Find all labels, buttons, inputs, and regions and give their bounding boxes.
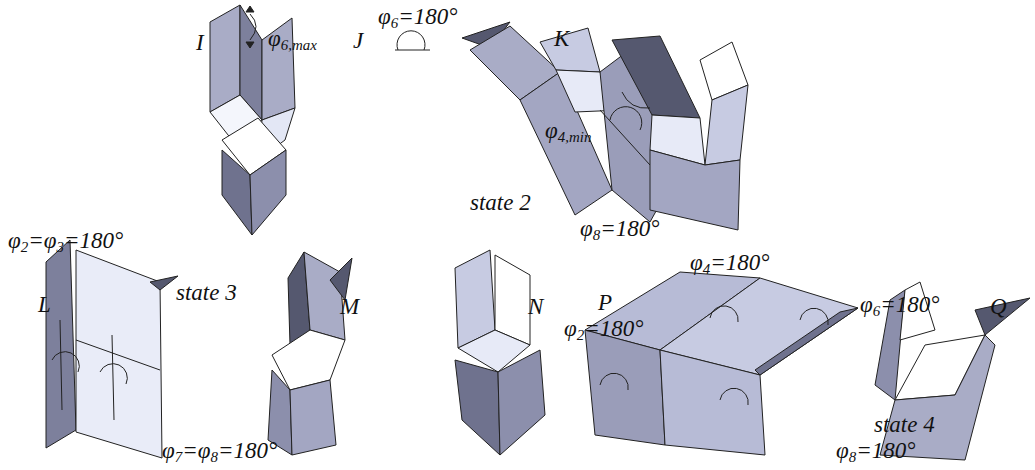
angle-label: φ4,min: [545, 118, 591, 146]
angle-label: φ8=180°: [580, 216, 659, 244]
angle-label: φ6=180°: [378, 4, 457, 32]
fold-state-m: [268, 252, 352, 455]
angle-label: φ6=180°: [860, 292, 939, 320]
figure-letter: N: [528, 294, 543, 319]
state-label: state 3: [176, 280, 237, 305]
angle-label: φ4=180°: [690, 250, 769, 278]
figure-letter: M: [340, 294, 359, 319]
fold-state-l: [46, 240, 178, 458]
state-label: state 4: [874, 412, 935, 437]
figure-letter: Q: [990, 294, 1007, 319]
angle-label: φ8=180°: [836, 438, 915, 466]
angle-label: φ6,max: [268, 26, 317, 54]
figure-letter: I: [196, 30, 204, 55]
figure-letter: K: [554, 26, 569, 51]
angle-label: φ7=φ8=180°: [162, 438, 277, 466]
fold-state-k: [612, 36, 748, 230]
figure-letter: L: [38, 292, 51, 317]
figure-letter: J: [353, 28, 363, 53]
fold-state-n: [455, 250, 545, 455]
state-label: state 2: [470, 190, 531, 215]
fold-state-p: [585, 272, 858, 455]
angle-label: φ2=180°: [564, 316, 643, 344]
figure-letter: P: [598, 290, 612, 315]
angle-label: φ2=φ3=180°: [8, 228, 123, 256]
